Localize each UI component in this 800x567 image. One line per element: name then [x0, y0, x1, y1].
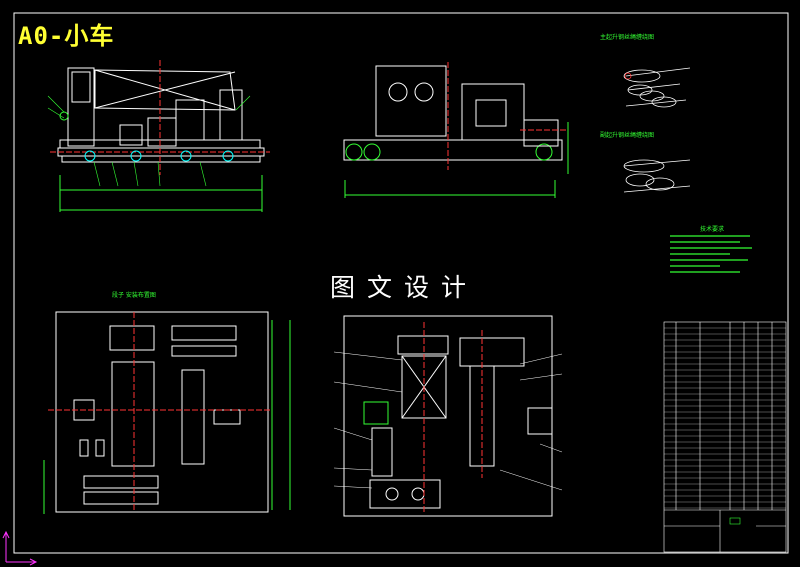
- trolley-plan-view: [343, 315, 553, 517]
- technical-requirements-block: [670, 235, 752, 273]
- parts-list-rows: [664, 327, 786, 509]
- parts-list-title-block: [663, 321, 787, 553]
- trolley-front-elevation: [50, 60, 270, 212]
- sheet-border: [13, 12, 789, 554]
- front-elevation-leaders: [47, 95, 251, 187]
- rope-reeving-diagram-aux: [623, 159, 691, 193]
- note-aux-reeving: 副起升钢丝绳缠绕图: [600, 132, 655, 139]
- trolley-side-elevation: [343, 62, 569, 198]
- installation-layout-plan: [43, 311, 291, 514]
- watermark-text: 图文设计: [330, 273, 479, 302]
- note-layout-plan: 段子 安装布置图: [112, 292, 156, 299]
- plan-view-leaders: [333, 351, 563, 491]
- rope-reeving-diagram-main: [623, 67, 691, 108]
- note-main-reeving: 主起升钢丝绳缠绕图: [600, 34, 655, 41]
- note-technical-requirements: 技术要求: [700, 226, 725, 233]
- ucs-axis-icon: [2, 530, 38, 566]
- drawing-title: A0-小车: [18, 22, 115, 50]
